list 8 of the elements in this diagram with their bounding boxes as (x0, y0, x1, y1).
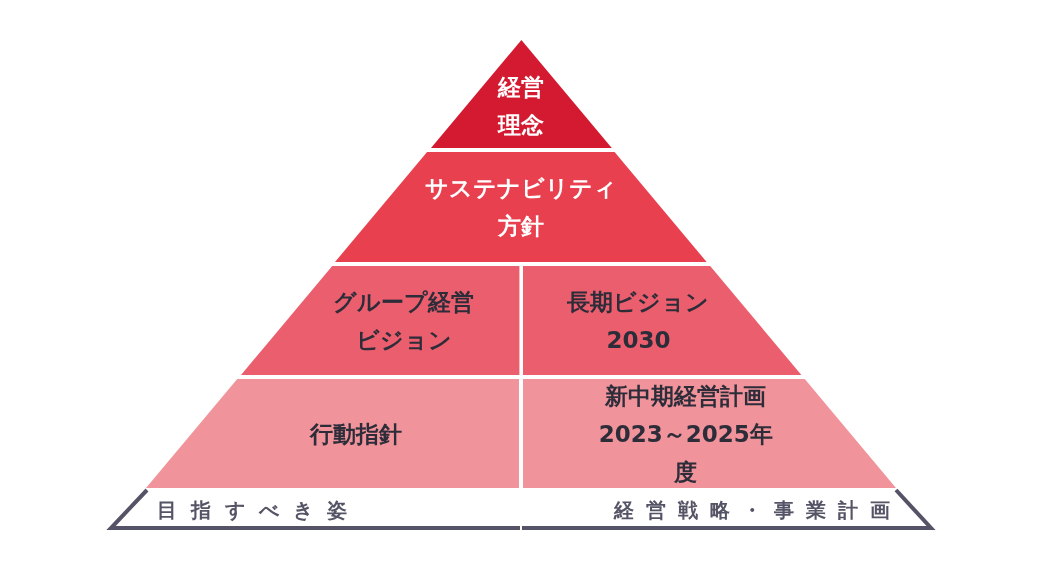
tier-label: 新中期経営計画2023～2025年度 (597, 381, 774, 487)
tier-label: サステナビリティ方針 (424, 174, 618, 241)
bracket-label: 経営戦略・事業計画 (614, 497, 902, 523)
bracket-label: 目指すべき姿 (157, 497, 361, 523)
tier-label: 行動指針 (308, 419, 404, 449)
tier-label: 経営理念 (496, 73, 545, 140)
tier-label: 長期ビジョン2030 (566, 287, 711, 355)
tier-label: グループ経営ビジョン (332, 287, 476, 355)
